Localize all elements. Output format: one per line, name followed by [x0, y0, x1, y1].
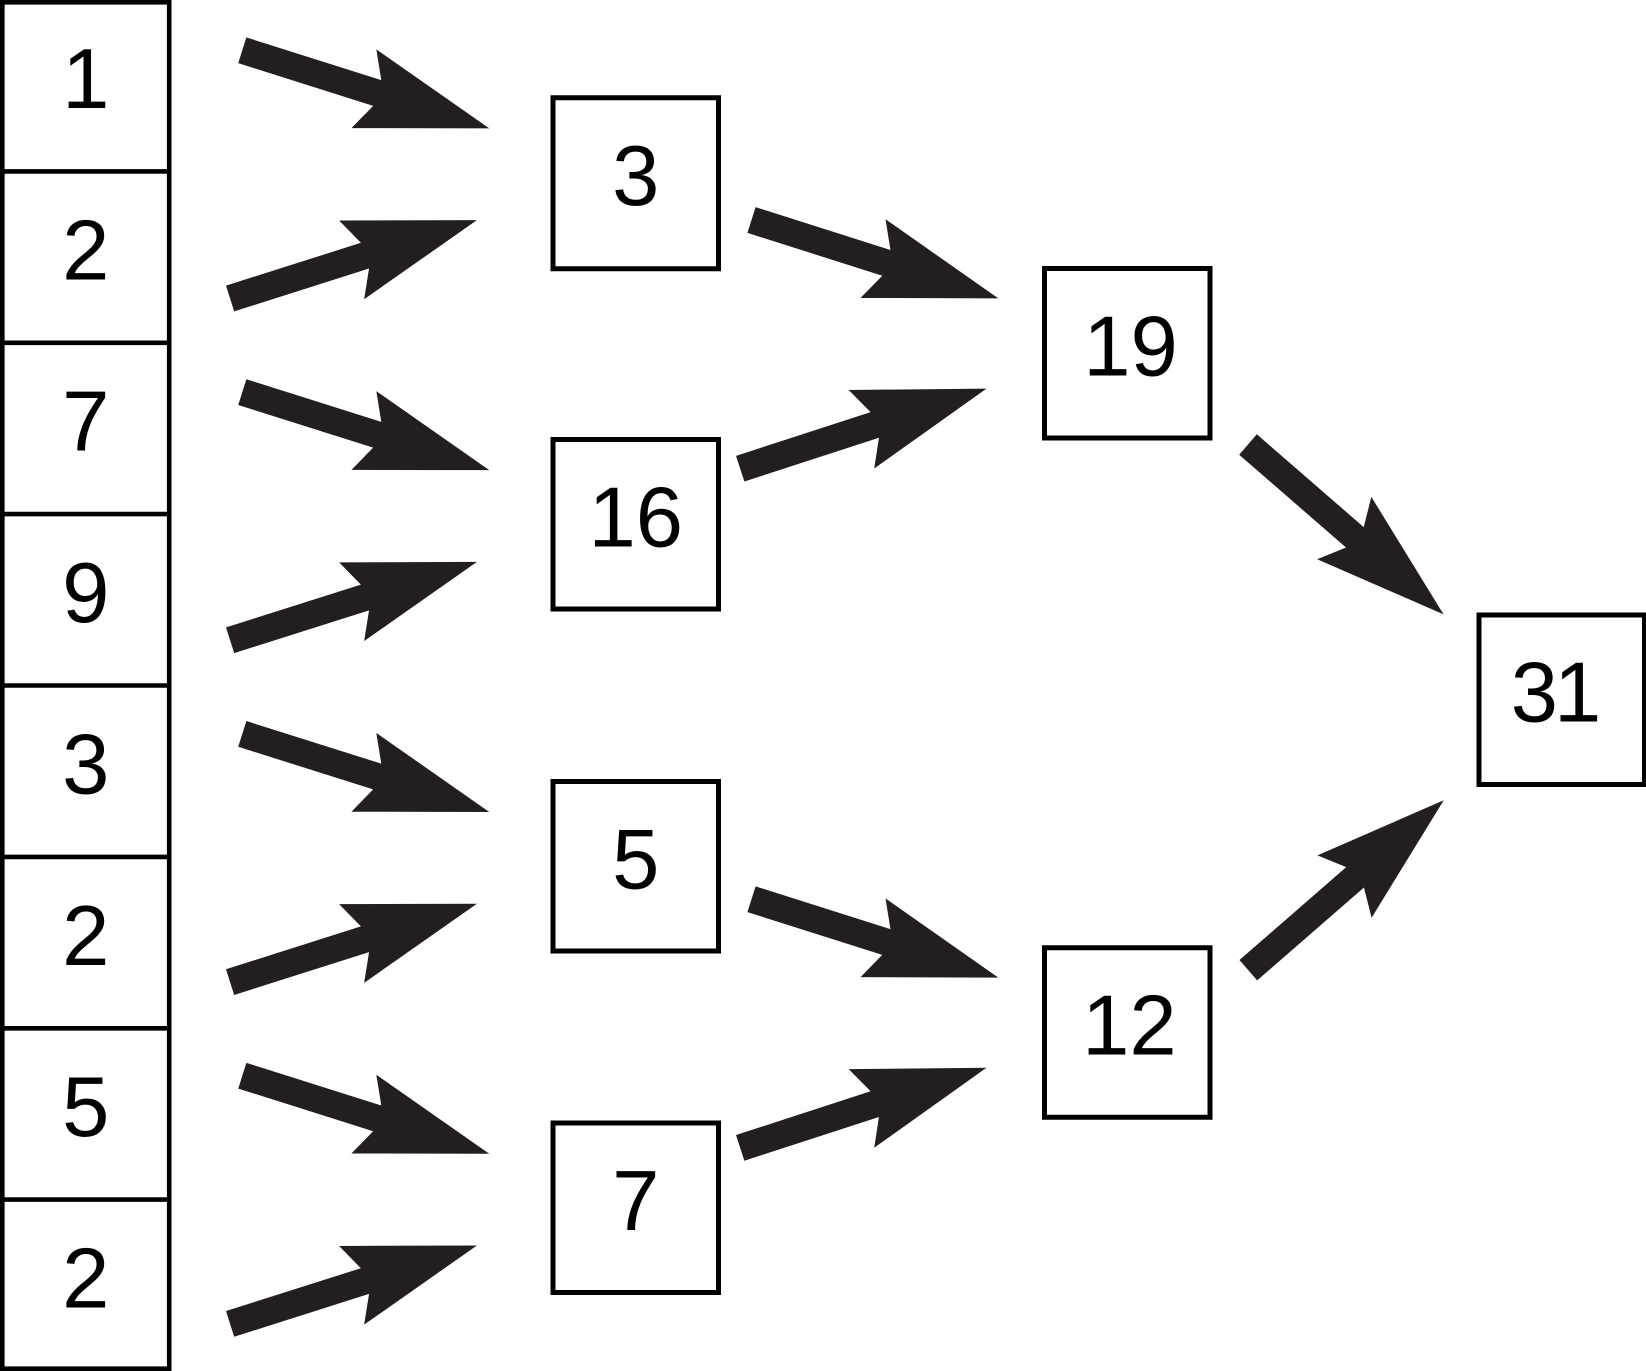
svg-text:5: 5: [612, 812, 659, 907]
svg-text:9: 9: [62, 546, 109, 641]
svg-text:5: 5: [62, 1060, 109, 1155]
svg-text:16: 16: [589, 470, 684, 565]
svg-text:1: 1: [62, 32, 109, 127]
svg-text:2: 2: [62, 889, 109, 984]
svg-text:19: 19: [1083, 300, 1178, 395]
svg-text:3: 3: [612, 129, 659, 224]
svg-text:7: 7: [62, 375, 109, 470]
svg-text:2: 2: [62, 203, 109, 298]
svg-text:3: 3: [62, 717, 109, 812]
svg-text:12: 12: [1082, 979, 1177, 1074]
svg-text:2: 2: [62, 1232, 109, 1327]
svg-text:31: 31: [1511, 646, 1598, 741]
svg-text:7: 7: [612, 1154, 659, 1249]
